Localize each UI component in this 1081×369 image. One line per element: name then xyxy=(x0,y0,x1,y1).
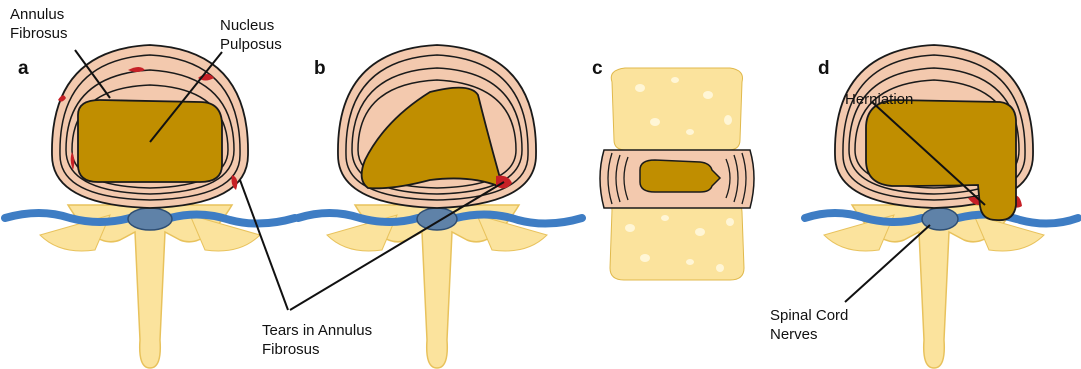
panel-label-a: a xyxy=(18,58,29,80)
panel-c-nucleus xyxy=(640,160,720,192)
panel-label-c: c xyxy=(592,58,603,80)
panel-c-bone-spot xyxy=(724,115,732,125)
panel-a-figure xyxy=(5,45,295,368)
panel-c-bone-spot xyxy=(640,254,650,262)
panel-c-bone-spot xyxy=(635,84,645,92)
panel-c-bone-spot xyxy=(686,129,694,135)
panel-c-bone-spot xyxy=(716,264,724,272)
panel-label-b: b xyxy=(314,58,326,80)
panel-a-spinal-cord xyxy=(128,208,172,230)
panel-c-bone-spot xyxy=(703,91,713,99)
panel-label-d: d xyxy=(818,58,830,80)
label-spinal-cord-nerves: Spinal Cord Nerves xyxy=(770,306,848,344)
label-nucleus-pulposus: Nucleus Pulposus xyxy=(220,16,282,54)
panel-c-bone-spot xyxy=(726,218,734,226)
panel-c-bone-spot xyxy=(671,77,679,83)
label-herniation: Herniation xyxy=(845,90,913,109)
panel-b-figure xyxy=(298,45,582,368)
panel-c-bone-spot xyxy=(686,259,694,265)
label-annulus-fibrosus: Annulus Fibrosus xyxy=(10,5,68,43)
panel-c-bone-spot xyxy=(650,118,660,126)
panel-b-spinal-cord xyxy=(417,208,457,230)
panel-c-figure xyxy=(600,68,754,280)
panel-c-bone-spot xyxy=(661,215,669,221)
panel-c-bone-spot xyxy=(695,228,705,236)
label-tears-annulus: Tears in Annulus Fibrosus xyxy=(262,321,372,359)
panel-c-bone-spot xyxy=(625,224,635,232)
